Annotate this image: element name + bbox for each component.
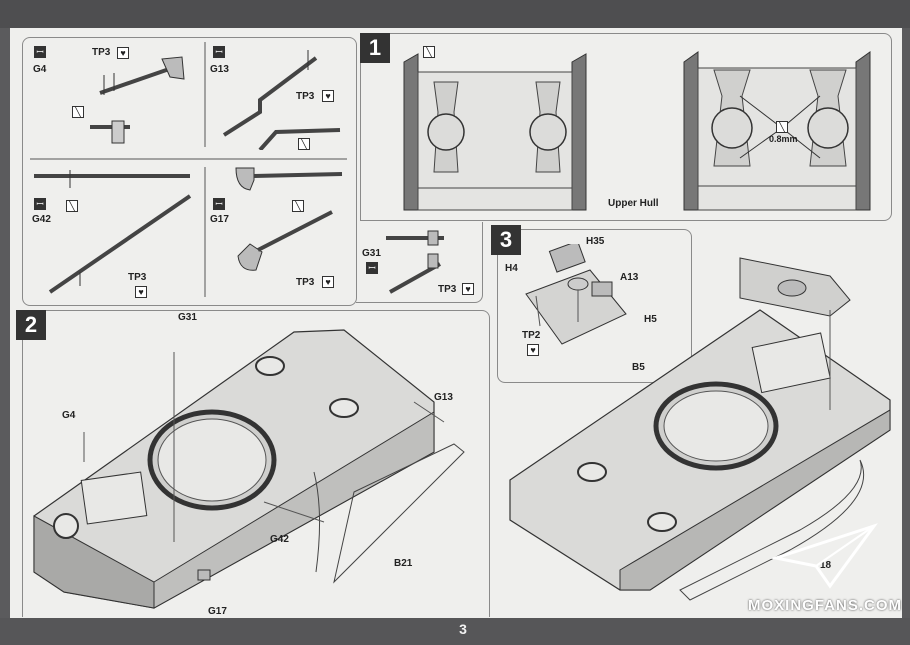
tp-label-g17: TP3 xyxy=(296,277,315,288)
label-tp2: TP2 xyxy=(522,330,541,341)
heart-glue-icon: ♥ xyxy=(117,47,129,59)
label-g17: G17 xyxy=(208,606,227,617)
watermark-text: MOXINGFANS.COM xyxy=(748,597,903,614)
crowbar-drawing xyxy=(34,170,192,294)
part-label-g42: G42 xyxy=(32,214,51,225)
heart-glue-icon: ♥ xyxy=(322,90,334,102)
label-g42: G42 xyxy=(270,534,289,545)
glue-icon: ╲ xyxy=(292,200,304,212)
hull-assembly-drawing xyxy=(33,329,465,609)
step2-panel xyxy=(22,310,490,617)
label-b21: B21 xyxy=(394,558,413,569)
tweezers-icon: ꟷ xyxy=(34,198,46,210)
tow-bar-drawing xyxy=(222,50,341,150)
label-g4: G4 xyxy=(62,410,76,421)
label-a13: A13 xyxy=(620,272,639,283)
hatch-assembly-drawing xyxy=(525,244,627,345)
label-h5: H5 xyxy=(644,314,657,325)
step-number-3: 3 xyxy=(491,225,521,255)
glue-icon: ╲ xyxy=(298,138,310,150)
tweezers-icon: ꟷ xyxy=(366,262,378,274)
axe-drawing xyxy=(90,56,185,144)
heart-glue-icon: ♥ xyxy=(462,283,474,295)
part-label-g13: G13 xyxy=(210,64,229,75)
top-border xyxy=(0,0,910,28)
part-label-g4: G4 xyxy=(33,64,47,75)
heart-glue-icon: ♥ xyxy=(527,344,539,356)
gap-measurement: 0.8mm xyxy=(769,134,798,144)
tp-label-g42: TP3 xyxy=(128,272,147,283)
step-number-2: 2 xyxy=(16,310,46,340)
bottom-border xyxy=(0,618,910,645)
watermark-logo xyxy=(770,523,878,589)
glue-icon: ╲ xyxy=(423,46,435,58)
g31-panel xyxy=(356,222,483,303)
accessories-dividers xyxy=(30,42,347,297)
glue-icon: ╲ xyxy=(72,106,84,118)
part-label-g17: G17 xyxy=(210,214,229,225)
tweezers-icon: ꟷ xyxy=(213,198,225,210)
tp-label-g13: TP3 xyxy=(296,91,315,102)
upper-hull-interior-right xyxy=(683,51,871,211)
glue-icon: ╲ xyxy=(66,200,78,212)
label-g13: G13 xyxy=(434,392,453,403)
heart-glue-icon: ♥ xyxy=(322,276,334,288)
shovel-drawing xyxy=(235,167,343,271)
upper-hull-caption: Upper Hull xyxy=(608,198,659,209)
hammer-drawing xyxy=(386,230,444,294)
heart-glue-icon: ♥ xyxy=(135,286,147,298)
tp-label-g4: TP3 xyxy=(92,47,111,58)
step3-inset-panel xyxy=(497,229,692,383)
part-label-g31: G31 xyxy=(362,248,381,259)
label-b5: B5 xyxy=(632,362,645,373)
tweezers-icon: ꟷ xyxy=(213,46,225,58)
accessories-panel xyxy=(22,37,357,306)
step-number-1: 1 xyxy=(360,33,390,63)
label-g31: G31 xyxy=(178,312,197,323)
tweezers-icon: ꟷ xyxy=(34,46,46,58)
label-h4: H4 xyxy=(505,263,518,274)
page-number: 3 xyxy=(459,621,467,637)
tp-label-g31: TP3 xyxy=(438,284,457,295)
glue-icon: ╲ xyxy=(776,121,788,133)
upper-hull-interior-left xyxy=(403,53,587,211)
hull-rear-drawing xyxy=(509,257,891,601)
label-18: 18 xyxy=(820,560,832,571)
step1-panel xyxy=(360,33,892,221)
label-h35: H35 xyxy=(586,236,605,247)
